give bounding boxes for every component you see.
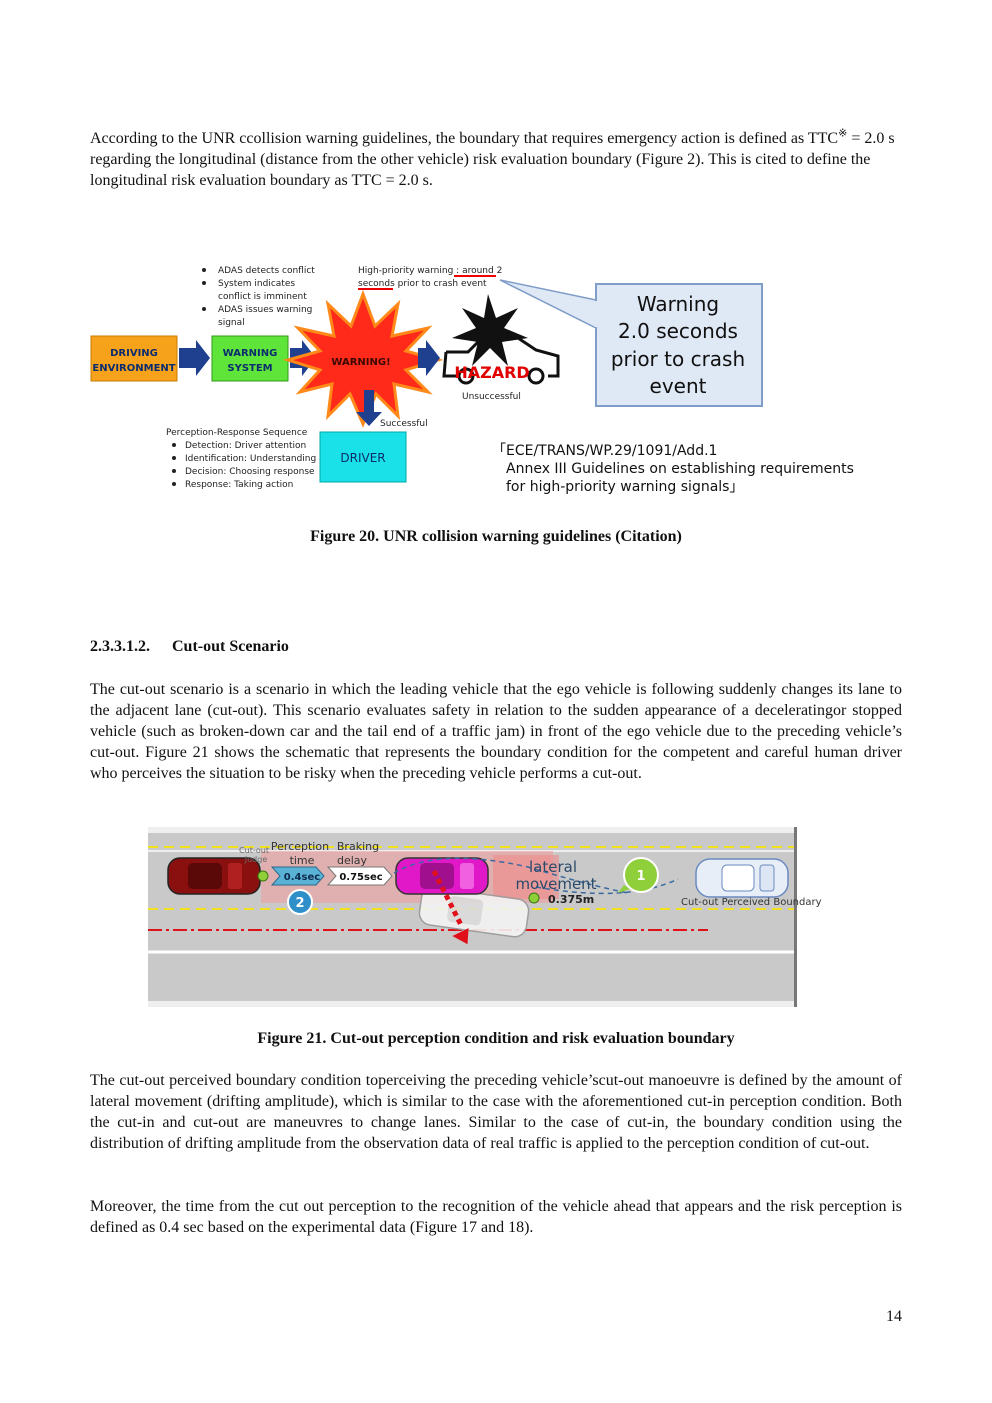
braking-delay-arrow	[326, 866, 393, 886]
successful-label: Successful	[380, 419, 428, 429]
prs-item: Detection: Driver attention	[185, 441, 306, 451]
section-title: Cut-out Scenario	[172, 638, 289, 655]
callout-line: Warning	[637, 292, 719, 316]
callout-line: prior to crash	[611, 347, 745, 371]
cut-out-boundary-label: Cut-out Perceived Boundary	[681, 897, 822, 908]
cut-out-description-paragraph: The cut-out scenario is a scenario in wh…	[90, 681, 902, 782]
perception-label: Perception	[271, 840, 329, 853]
section-heading: 2.3.3.1.2. Cut-out Scenario	[90, 638, 289, 656]
warning-callout-box	[595, 283, 763, 407]
marker-1-label: 1	[636, 869, 645, 884]
page-number: 14	[886, 1308, 902, 1325]
cut-out-judge-marker	[257, 870, 269, 882]
adas-bullet: ADAS issues warning	[218, 305, 312, 315]
boundary-condition-paragraph: The cut-out perceived boundary condition…	[90, 1072, 902, 1152]
intro-paragraph: According to the UNR ccollision warning …	[90, 127, 895, 189]
figure-20-caption: Figure 20. UNR collision warning guideli…	[310, 528, 682, 545]
braking-label: delay	[337, 854, 368, 867]
reference-mark: ※	[838, 127, 848, 140]
figure-20-diagram: ADAS detects conflict System indicates c…	[90, 266, 854, 495]
path-trajectory	[393, 857, 629, 894]
marker-1-pointer	[618, 885, 630, 893]
lateral-movement-label: movement	[515, 875, 596, 893]
driving-environment-label: DRIVING	[110, 348, 158, 359]
adas-bullet: signal	[218, 318, 245, 328]
perception-time-arrow	[270, 866, 325, 886]
warning-system-label: SYSTEM	[227, 363, 272, 374]
section-number: 2.3.3.1.2.	[90, 638, 150, 655]
callout-line: event	[650, 374, 707, 398]
figure-21-caption: Figure 21. Cut-out perception condition …	[257, 1030, 735, 1047]
crash-star-icon	[452, 294, 528, 366]
prs-item: Identification: Understanding	[185, 454, 316, 464]
hazard-label: HAZARD	[454, 363, 529, 382]
lateral-movement-value: 0.375m	[548, 893, 594, 906]
crashed-car-icon	[442, 336, 560, 378]
prs-item: Response: Taking action	[185, 480, 293, 490]
flow-arrow-down	[356, 390, 382, 426]
preceding-vehicle-outline	[695, 858, 789, 898]
marker-2-label: 2	[295, 896, 304, 911]
unsuccessful-label: Unsuccessful	[462, 392, 521, 402]
adas-bullet: System indicates	[218, 279, 295, 289]
driving-environment-label: ENVIRONMENT	[92, 363, 175, 374]
warning-burst-label: WARNING!	[331, 357, 390, 368]
lateral-movement-label: lateral	[529, 858, 577, 876]
reference-line: for high-priority warning signals」	[506, 479, 743, 495]
driver-box	[319, 431, 407, 483]
perception-response-list: Perception-Response Sequence Detection: …	[166, 428, 316, 490]
cutout-judge-label: Cut-out	[239, 846, 269, 855]
callout-line: 2.0 seconds	[618, 319, 738, 343]
hp-warning-line1: High-priority warning : around 2	[358, 266, 502, 276]
figure-21-diagram: 0.4sec 0.75sec Cut-out Judge Perception …	[148, 827, 822, 1007]
adas-bullet-list: ADAS detects conflict System indicates c…	[202, 266, 315, 328]
prs-title: Perception-Response Sequence	[166, 428, 308, 438]
adas-bullet: ADAS detects conflict	[218, 266, 315, 276]
driver-label: DRIVER	[340, 451, 385, 465]
reference-line: 「ECE/TRANS/WP.29/1091/Add.1	[492, 443, 717, 459]
flow-arrow	[179, 340, 210, 376]
cut-out-trajectory-arrow	[431, 869, 465, 929]
flow-arrow	[418, 340, 440, 376]
adas-bullet: conflict is imminent	[218, 292, 307, 302]
marker-1	[623, 857, 659, 893]
cutout-judge-label: Judge	[244, 855, 268, 864]
warning-system-label: WARNING	[223, 348, 278, 359]
callout-pointer	[499, 279, 597, 330]
warning-burst	[282, 289, 444, 428]
driving-environment-box	[90, 335, 178, 382]
prs-item: Decision: Choosing response	[185, 467, 315, 477]
ego-vehicle	[167, 857, 261, 895]
perception-label: time	[290, 854, 315, 867]
marker-2	[287, 889, 313, 915]
hp-warning-line2: seconds prior to crash event	[358, 279, 487, 289]
leading-vehicle	[395, 857, 489, 895]
perception-time-paragraph: Moreover, the time from the cut out perc…	[90, 1198, 902, 1236]
perception-time-value: 0.4sec	[284, 872, 320, 883]
reference-line: Annex III Guidelines on establishing req…	[506, 461, 854, 477]
lateral-marker	[528, 892, 540, 904]
warning-system-box	[211, 335, 289, 382]
braking-delay-value: 0.75sec	[339, 872, 382, 883]
braking-label: Braking	[337, 840, 379, 853]
